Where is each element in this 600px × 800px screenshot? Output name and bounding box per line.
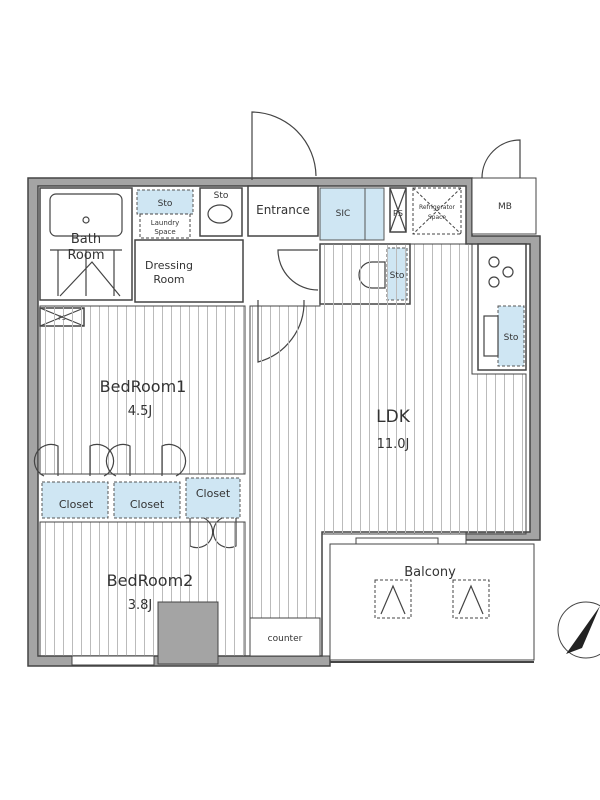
closet-1-label: Closet (59, 498, 94, 511)
shoe-in-closet (319, 187, 385, 241)
laundry-label-1: Laundry (151, 219, 180, 227)
balcony-vent-2 (452, 579, 490, 619)
closet-2-label: Closet (130, 498, 165, 511)
refrigerator-space (412, 187, 462, 235)
mb-door[interactable] (481, 139, 521, 179)
sic-label: SIC (336, 209, 351, 219)
storage-top-label: Sto (158, 199, 173, 209)
column (157, 601, 219, 665)
refrigerator-label-2: Space (428, 214, 447, 221)
bedroom1-name: BedRoom1 (100, 377, 187, 396)
dressing-label-1: Dressing (145, 259, 193, 272)
storage-sink (199, 187, 243, 237)
storage-toilet-label: Sto (390, 271, 405, 281)
storage-kitchen (497, 305, 525, 367)
dressing-label-2: Room (153, 273, 184, 286)
ps-top-label: PS (393, 209, 403, 218)
ldk-name: LDK (376, 407, 411, 427)
storage-sink-label: Sto (214, 191, 229, 201)
meter-box (471, 177, 537, 235)
bath-label-1: Bath (71, 232, 101, 247)
balcony (329, 543, 535, 661)
closet-2 (113, 481, 181, 519)
bedroom2-name: BedRoom2 (107, 571, 194, 590)
bedroom1-size: 4.5J (128, 404, 153, 419)
bedroom1 (39, 305, 246, 475)
entrance-label: Entrance (256, 203, 310, 217)
laundry-label-2: Space (154, 228, 175, 236)
refrigerator-label-1: Refrigerator (419, 204, 456, 211)
ldk-size: 11.0J (377, 437, 410, 452)
closet-3-label: Closet (196, 487, 231, 500)
balcony-label: Balcony (404, 565, 456, 580)
north-arrow-icon (557, 601, 600, 659)
toilet-door[interactable] (277, 249, 319, 291)
laundry-space (139, 213, 191, 239)
mb-label: MB (498, 202, 512, 212)
bedroom2-size: 3.8J (128, 598, 153, 613)
bath-label-2: Room (67, 248, 104, 263)
bathtub (49, 193, 123, 237)
closet-1 (41, 481, 109, 519)
storage-kitchen-label: Sto (504, 333, 519, 343)
ps-left-label: PS (58, 315, 66, 322)
counter (249, 617, 321, 657)
window-bedroom2 (71, 655, 155, 666)
entrance (247, 185, 319, 237)
counter-label: counter (268, 634, 303, 644)
entrance-door[interactable] (251, 111, 317, 180)
closet-3 (185, 477, 241, 519)
storage-top (136, 189, 194, 215)
dressing-room (134, 239, 244, 303)
balcony-vent-1 (374, 579, 412, 619)
